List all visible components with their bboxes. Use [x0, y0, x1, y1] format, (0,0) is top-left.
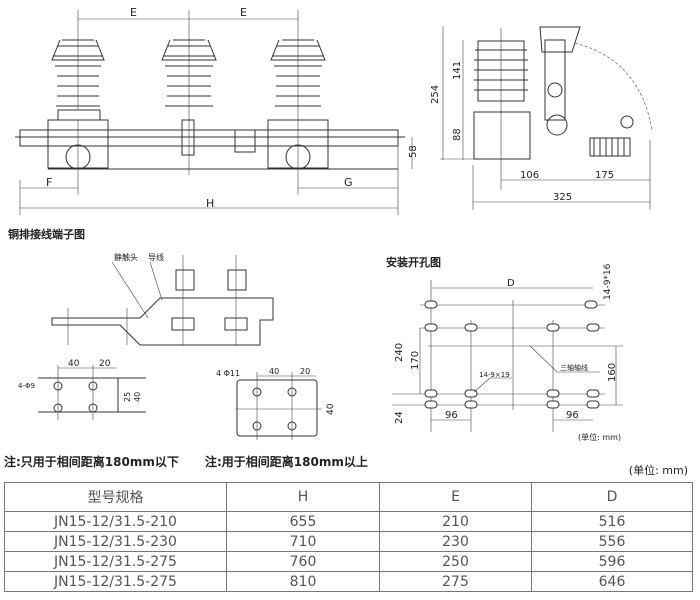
cell-h: 655	[226, 511, 380, 532]
dim-g: G	[344, 176, 353, 189]
dim-f: F	[46, 176, 52, 189]
axis-label: 三轴轴线	[560, 363, 588, 372]
dim-25: 25	[123, 392, 132, 402]
dim-175: 175	[595, 170, 614, 181]
slot-spec-mid: 14-9×19	[479, 371, 510, 379]
mounting-drawing: 安装开孔图 D 14-9*16 240 170 160 24 14-9×19 三…	[386, 255, 623, 442]
slot-spec-top: 14-9*16	[603, 263, 613, 300]
note-below-180: 注:只用于相间距离180mm以下	[4, 455, 179, 469]
insulator	[270, 39, 326, 107]
table-unit: (单位: mm)	[628, 464, 688, 477]
insulator	[161, 39, 217, 107]
cell-d: 596	[531, 551, 693, 572]
dim-h: H	[206, 197, 214, 210]
cell-model: JN15-12/31.5-275	[4, 571, 227, 592]
holes-4-phi9: 4-Φ9	[18, 382, 35, 390]
cell-h: 810	[226, 571, 380, 592]
cell-d: 646	[531, 571, 693, 592]
dim-170: 170	[410, 351, 421, 370]
dim-58: 58	[408, 145, 419, 158]
cell-e: 210	[379, 511, 532, 532]
holes-4-phi11: 4 Φ11	[216, 369, 240, 378]
note-above-180: 注:用于相间距离180mm以上	[205, 455, 368, 469]
dim-e1: E	[130, 6, 137, 19]
dim-325: 325	[553, 192, 572, 203]
mounting-title: 安装开孔图	[386, 255, 441, 269]
cell-e: 230	[379, 531, 532, 552]
cell-model: JN15-12/31.5-230	[4, 531, 227, 552]
side-view-drawing: 254 141 88 106 175 325	[430, 26, 653, 210]
cell-h: 760	[226, 551, 380, 572]
cell-h: 710	[226, 531, 380, 552]
dim-254: 254	[430, 85, 441, 104]
dim-96: 96	[445, 410, 458, 421]
dim-20: 20	[300, 367, 310, 376]
dim-160: 160	[607, 363, 618, 382]
terminal-title: 铜排接线端子图	[8, 228, 85, 241]
front-view-drawing: E E F G H 58	[15, 6, 419, 215]
dim-106: 106	[520, 170, 539, 181]
cell-model: JN15-12/31.5-275	[4, 551, 227, 572]
label-wire: 导线	[148, 252, 164, 262]
dim-24: 24	[394, 411, 405, 424]
label-static-contact: 静触头	[114, 252, 138, 262]
table-header-row: 型号规格 H E D	[4, 482, 693, 512]
cell-model: JN15-12/31.5-210	[4, 511, 227, 532]
cell-e: 250	[379, 551, 532, 572]
cell-d: 556	[531, 531, 693, 552]
dim-20: 20	[99, 359, 111, 369]
header-d: D	[531, 482, 693, 512]
cell-d: 516	[531, 511, 693, 532]
header-h: H	[226, 482, 380, 512]
dim-96: 96	[566, 410, 579, 421]
dim-e2: E	[240, 6, 247, 19]
dim-240: 240	[394, 343, 405, 362]
mounting-unit: (单位: mm)	[578, 432, 621, 442]
dim-40: 40	[68, 359, 80, 369]
dim-88: 88	[452, 128, 463, 141]
terminal-drawing: 静触头 导线 40 20 4-Φ9 25 40 4 Φ11 40 20 40	[18, 252, 336, 440]
dim-40: 40	[269, 367, 279, 376]
dim-141: 141	[452, 61, 463, 80]
dim-40-vertical: 40	[326, 403, 336, 415]
dim-d: D	[507, 278, 515, 289]
dim-40-vertical: 40	[133, 392, 142, 402]
header-e: E	[379, 482, 532, 512]
header-model: 型号规格	[4, 482, 227, 512]
cell-e: 275	[379, 571, 532, 592]
